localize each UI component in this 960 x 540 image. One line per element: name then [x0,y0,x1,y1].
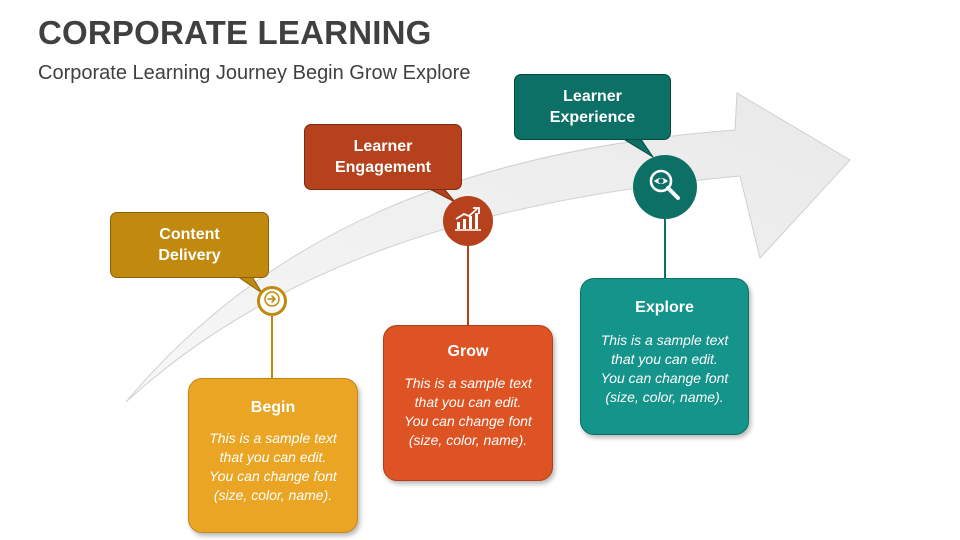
grow-card: Grow This is a sample text that you can … [383,325,553,481]
growth-chart-icon [454,206,482,237]
explore-body: This is a sample text that you can edit.… [600,332,729,405]
learner-engagement-callout: Learner Engagement [304,124,462,190]
page-subtitle: Corporate Learning Journey Begin Grow Ex… [38,62,471,84]
grow-heading: Grow [447,343,489,360]
grow-node [443,196,493,246]
arrow-right-icon [264,290,280,312]
explore-card: Explore This is a sample text that you c… [580,278,749,435]
explore-heading: Explore [635,299,694,316]
learner-engagement-label: Learner Engagement [334,138,431,176]
explore-node [633,155,697,219]
begin-heading: Begin [250,399,296,416]
content-delivery-callout: Content Delivery [110,212,269,278]
magnifier-eye-icon [646,166,684,209]
begin-card: Begin This is a sample text that you can… [188,378,358,533]
content-delivery-label: Content Delivery [158,226,221,264]
learner-experience-callout: Learner Experience [514,74,671,140]
begin-body: This is a sample text that you can edit.… [209,430,337,503]
begin-node [257,286,287,316]
page-title: CORPORATE LEARNING [38,14,432,51]
learner-experience-label: Learner Experience [549,88,636,126]
grow-body: This is a sample text that you can edit.… [404,375,532,448]
